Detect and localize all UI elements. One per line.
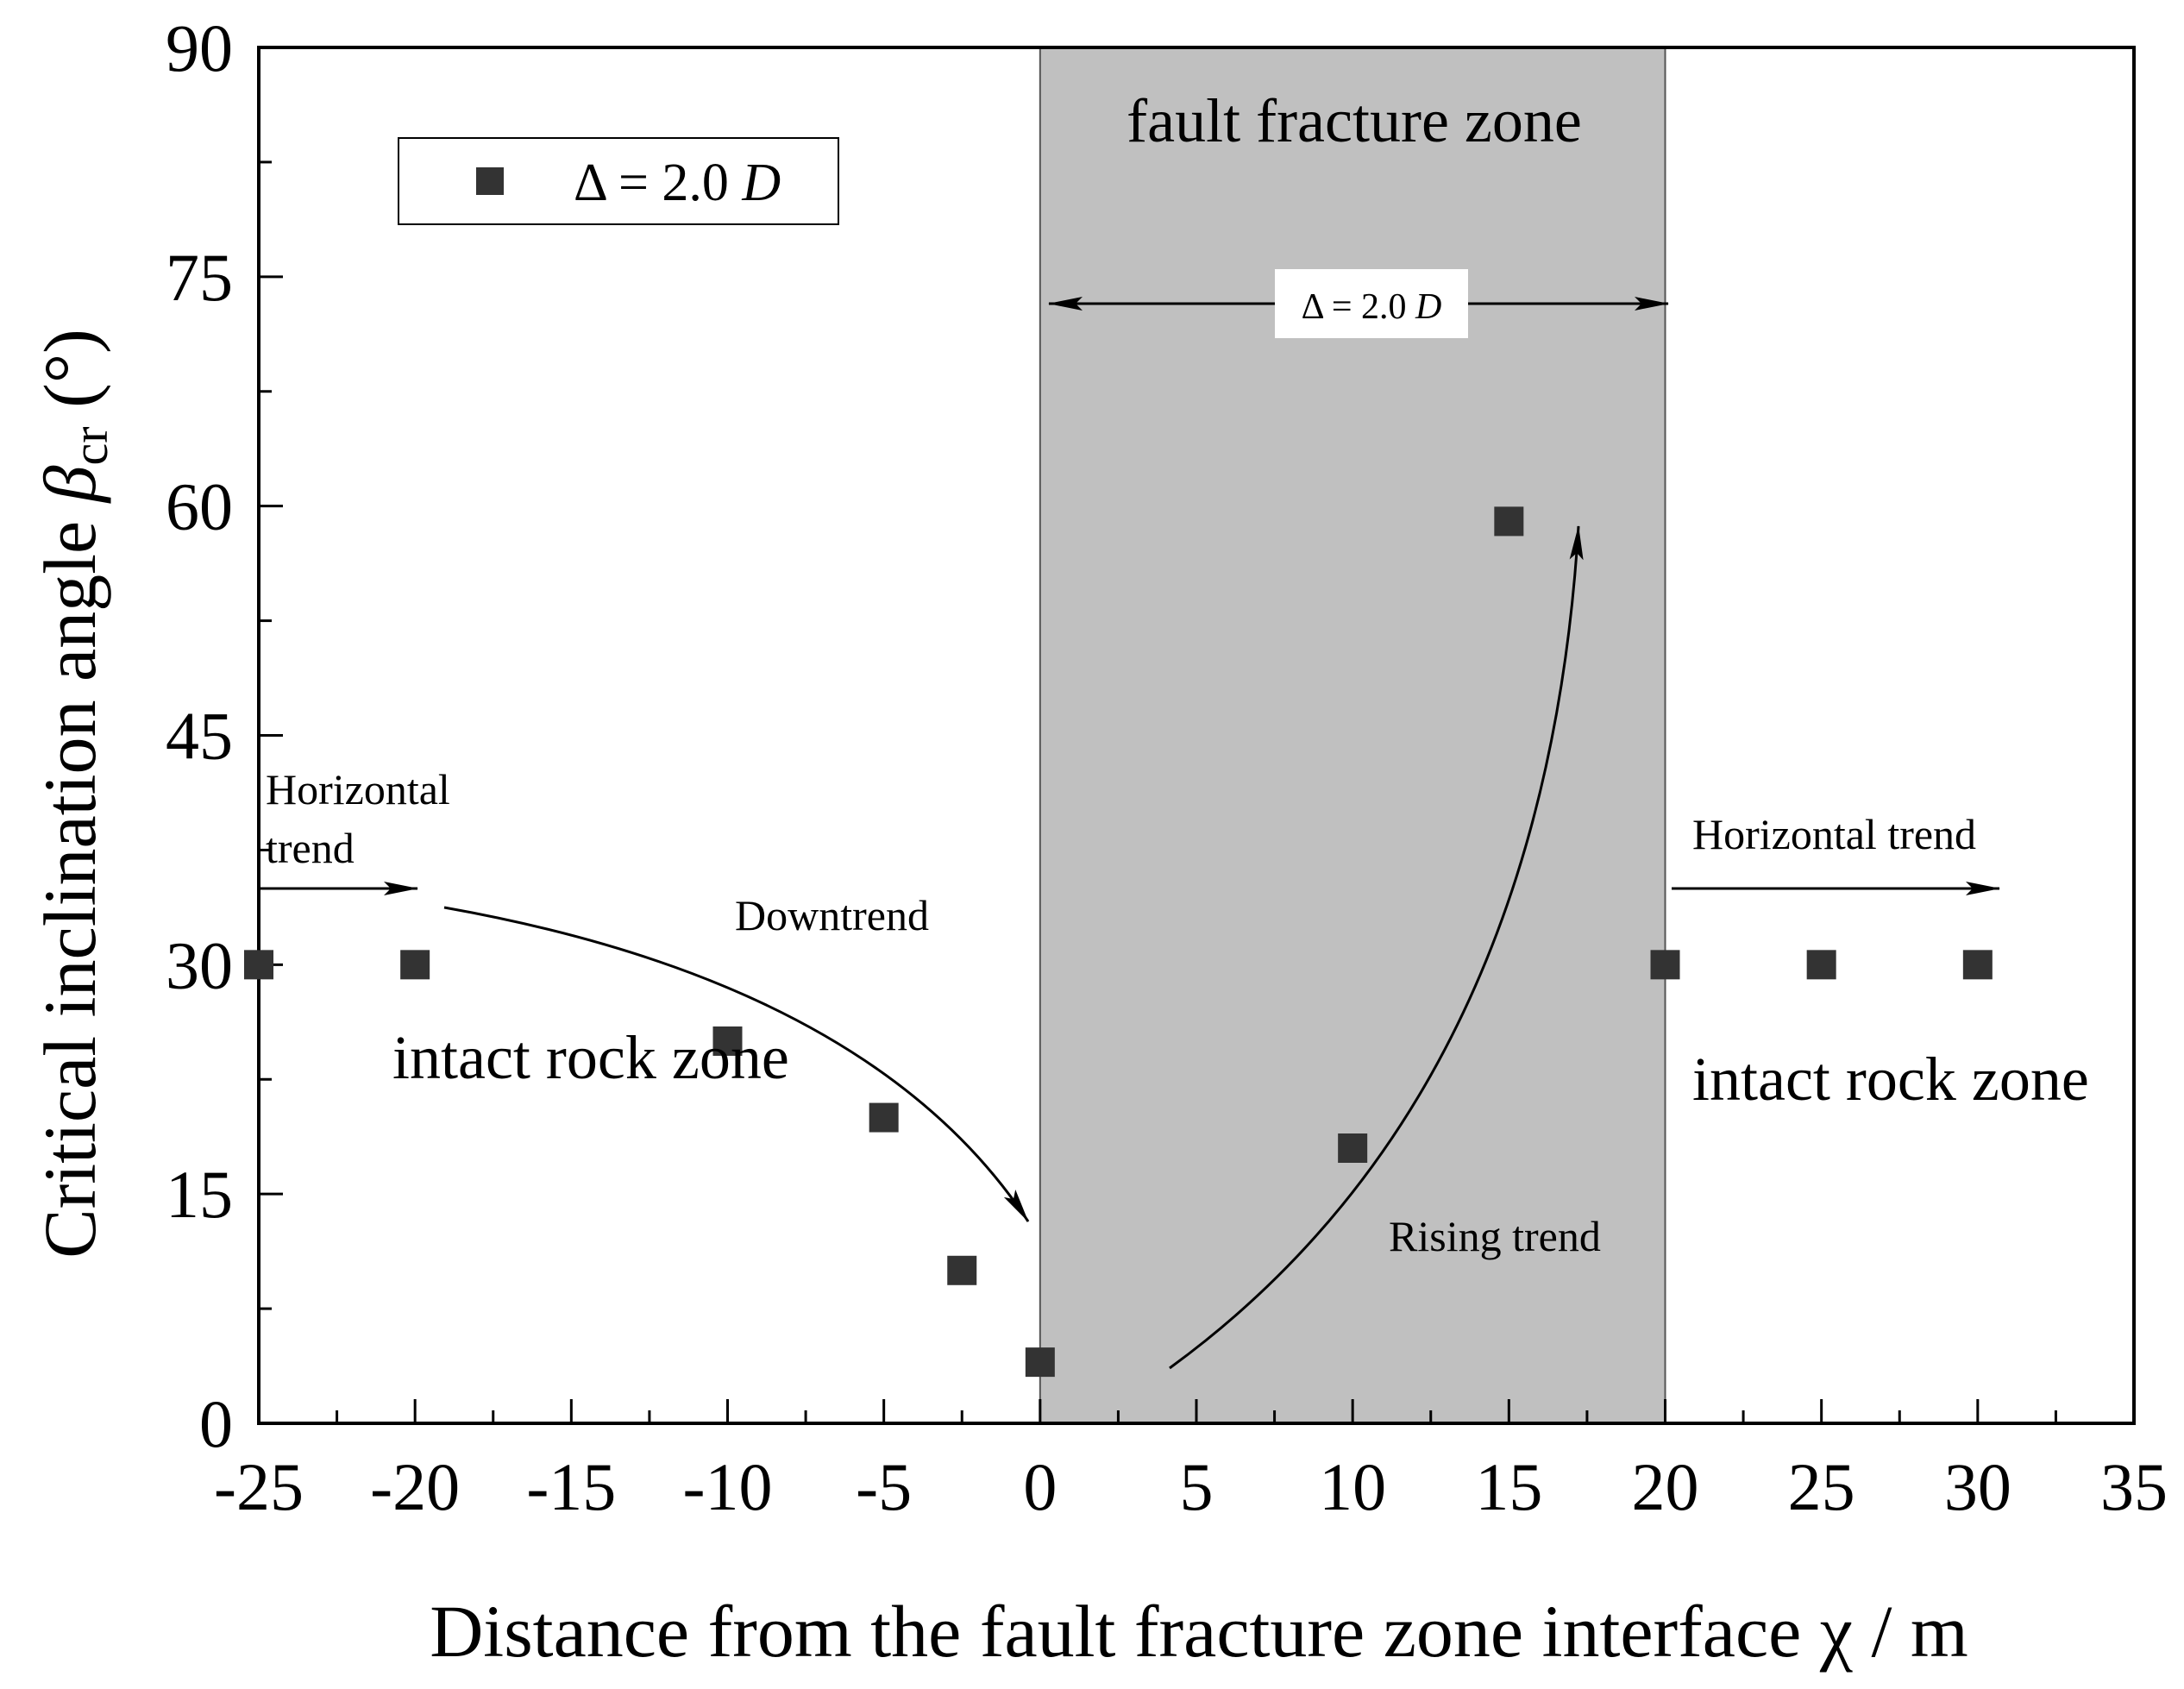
fault-zone-width-label: Δ = 2.0 D <box>1302 287 1442 327</box>
data-point <box>869 1102 899 1133</box>
downtrend-arrow <box>443 906 1030 1222</box>
data-points <box>244 506 1993 1378</box>
data-point <box>1025 1347 1055 1378</box>
y-axis-ticks <box>259 46 283 1425</box>
intact-rock-zone-right-label: intact rock zone <box>1692 1045 2089 1114</box>
y-tick-label: 45 <box>166 699 233 774</box>
y-axis-tick-labels: 0 15 30 45 60 75 90 <box>166 10 233 1461</box>
data-point <box>1962 950 1993 980</box>
legend-box <box>398 137 839 225</box>
downtrend-label: Downtrend <box>735 891 929 939</box>
fault-fracture-zone-label: fault fracture zone <box>1127 86 1582 155</box>
x-tick-label: -25 <box>214 1449 304 1524</box>
fault-zone-width-label-box <box>1275 269 1468 338</box>
legend-marker <box>476 167 504 195</box>
x-tick-label: -15 <box>526 1449 616 1524</box>
x-tick-label: 15 <box>1475 1449 1542 1524</box>
plot-frame <box>257 46 2136 1425</box>
data-point <box>1806 950 1836 980</box>
x-tick-label: -20 <box>370 1449 460 1524</box>
data-point <box>1494 506 1524 537</box>
data-point <box>947 1255 977 1285</box>
legend: Δ = 2.0 D <box>398 137 839 225</box>
rising-trend-label: Rising trend <box>1389 1212 1601 1260</box>
y-tick-label: 15 <box>166 1157 233 1232</box>
y-tick-label: 90 <box>166 10 233 85</box>
x-tick-label: -10 <box>683 1449 773 1524</box>
data-point <box>712 1026 743 1056</box>
y-tick-label: 60 <box>166 469 233 544</box>
x-tick-label: -5 <box>856 1449 912 1524</box>
x-tick-label: 10 <box>1319 1449 1386 1524</box>
x-axis-title: Distance from the fault fracture zone in… <box>430 1590 1968 1673</box>
data-point <box>400 950 430 980</box>
horizontal-trend-left-label-line1: Horizontal <box>266 765 450 813</box>
x-axis-ticks <box>257 1399 2136 1423</box>
y-tick-label: 75 <box>166 240 233 315</box>
y-tick-label: 30 <box>166 927 233 1002</box>
intact-rock-zone-left-label: intact rock zone <box>392 1023 789 1092</box>
horizontal-trend-left-label-line2: trend <box>266 824 355 872</box>
y-axis-title: Critical inclination angle βcr (°) <box>28 329 118 1259</box>
data-point <box>1338 1133 1368 1163</box>
x-tick-label: 0 <box>1023 1449 1057 1524</box>
data-point <box>1650 950 1680 980</box>
x-tick-label: 20 <box>1632 1449 1699 1524</box>
x-axis-tick-labels: -25 -20 -15 -10 -5 0 5 10 15 20 25 30 35 <box>214 1449 2168 1524</box>
data-point <box>244 950 273 980</box>
y-tick-label: 0 <box>199 1386 233 1461</box>
x-tick-label: 35 <box>2100 1449 2168 1524</box>
x-tick-label: 30 <box>1944 1449 2011 1524</box>
x-tick-label: 5 <box>1180 1449 1214 1524</box>
x-tick-label: 25 <box>1788 1449 1855 1524</box>
legend-label: Δ = 2.0 D <box>574 154 781 212</box>
horizontal-trend-right-label: Horizontal trend <box>1692 810 1976 858</box>
rising-trend-arrow <box>1169 525 1584 1370</box>
